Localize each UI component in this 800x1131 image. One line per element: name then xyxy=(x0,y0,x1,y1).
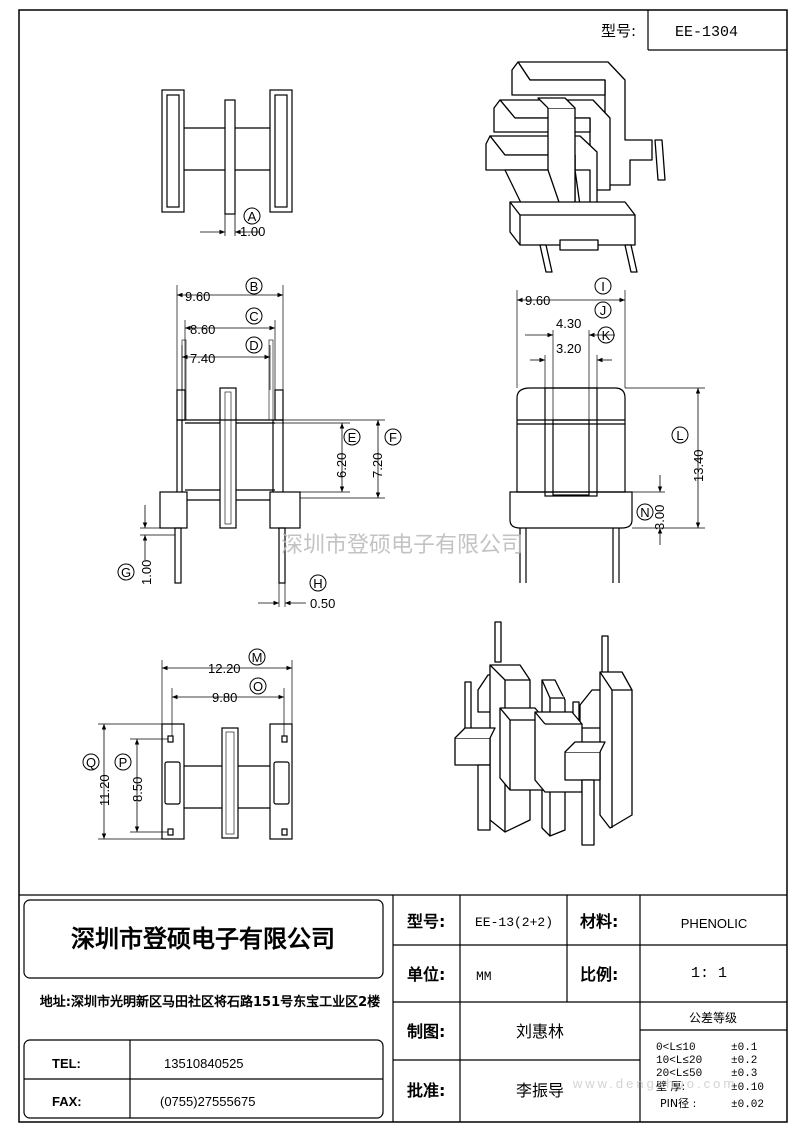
dim-O: 9.80 O xyxy=(212,677,267,705)
dim-A: A 1.00 xyxy=(240,207,265,239)
dim-K: 3.20 K xyxy=(556,326,615,356)
dim-I: 9.60 I xyxy=(525,277,612,308)
dim-G: G 1.00 xyxy=(117,560,154,585)
svg-text:F: F xyxy=(389,430,397,445)
header-model-box: 型号: EE-1304 xyxy=(601,10,787,51)
svg-text:1.00: 1.00 xyxy=(139,560,154,585)
svg-text:G: G xyxy=(121,565,131,580)
svg-text:3.20: 3.20 xyxy=(556,341,581,356)
dim-B: 9.60 B xyxy=(185,277,263,304)
tolerance-list: 0<L≤10 ±0.1 10<L≤20 ±0.2 20<L≤50 ±0.3 壁 … xyxy=(656,1042,764,1111)
spec-scale-value: 1: 1 xyxy=(691,965,727,982)
fax-label: FAX: xyxy=(52,1094,82,1109)
svg-text:3.00: 3.00 xyxy=(652,505,667,530)
fax-value: (0755)27555675 xyxy=(160,1094,255,1109)
svg-text:6.20: 6.20 xyxy=(334,453,349,478)
dim-L: L 13.40 xyxy=(671,426,706,482)
svg-text:E: E xyxy=(348,430,357,445)
svg-text:7.40: 7.40 xyxy=(190,351,215,366)
dim-C: 8.60 C xyxy=(190,307,263,337)
dim-F: 7.20 F xyxy=(370,428,402,478)
svg-text:O: O xyxy=(253,679,263,694)
isometric-view-bottom xyxy=(454,621,633,846)
spec-scale-label: 比例: xyxy=(580,965,618,984)
svg-text:4.30: 4.30 xyxy=(556,316,581,331)
svg-text:D: D xyxy=(249,338,258,353)
dim-E: 6.20 E xyxy=(334,428,361,478)
svg-text:13.40: 13.40 xyxy=(691,449,706,482)
dim-J: 4.30 J xyxy=(556,301,612,331)
svg-text:K: K xyxy=(602,328,611,343)
isometric-view-top xyxy=(485,61,666,273)
tel-value: 13510840525 xyxy=(164,1056,244,1071)
spec-text: 型号: EE-13(2+2) 材料: PHENOLIC 单位: MM 比例: 1… xyxy=(407,912,747,1100)
svg-text:壁 厚:: 壁 厚: xyxy=(656,1079,685,1093)
spec-approved-value: 李振导 xyxy=(516,1081,564,1100)
svg-text:11.20: 11.20 xyxy=(97,774,112,806)
svg-text:20<L≤50: 20<L≤50 xyxy=(656,1068,702,1080)
dim-D: 7.40 D xyxy=(190,336,263,366)
svg-text:10<L≤20: 10<L≤20 xyxy=(656,1055,702,1067)
svg-text:0<L≤10: 0<L≤10 xyxy=(656,1042,696,1054)
svg-text:1.00: 1.00 xyxy=(240,224,265,239)
spec-drawn-label: 制图: xyxy=(407,1022,445,1041)
watermark-center: 深圳市登硕电子有限公司 xyxy=(281,533,523,558)
dim-P: P 8.50 xyxy=(114,753,145,802)
svg-text:9.60: 9.60 xyxy=(525,293,550,308)
svg-text:A: A xyxy=(248,209,257,224)
svg-text:12.20: 12.20 xyxy=(208,661,241,676)
spec-material-value: PHENOLIC xyxy=(681,916,747,931)
svg-text:B: B xyxy=(250,279,259,294)
svg-text:0.50: 0.50 xyxy=(310,596,335,611)
bottom-view xyxy=(98,660,293,840)
front-view xyxy=(140,285,385,607)
sheet-border xyxy=(18,9,788,1123)
svg-text:I: I xyxy=(601,279,605,294)
tolerance-title: 公差等级 xyxy=(689,1011,737,1025)
tel-label: TEL: xyxy=(52,1056,81,1071)
spec-material-label: 材料: xyxy=(580,912,618,931)
svg-text:L: L xyxy=(676,428,683,443)
svg-text:±0.3: ±0.3 xyxy=(731,1068,757,1080)
header-model-label: 型号: xyxy=(601,22,636,40)
spec-unit-value: MM xyxy=(476,969,492,984)
svg-text:7.20: 7.20 xyxy=(370,453,385,478)
company-address: 地址:深圳市光明新区马田社区将石路151号东宝工业区2楼 xyxy=(40,994,380,1010)
top-view xyxy=(161,89,293,236)
spec-table xyxy=(393,895,787,1122)
watermark-bottom: www.dengshuo.com xyxy=(572,1076,737,1091)
svg-text:H: H xyxy=(313,576,322,591)
svg-text:PIN径 :: PIN径 : xyxy=(660,1097,696,1110)
svg-text:±0.1: ±0.1 xyxy=(731,1042,758,1054)
svg-text:Q: Q xyxy=(86,755,96,770)
spec-unit-label: 单位: xyxy=(407,965,445,984)
title-block: 深圳市登硕电子有限公司 地址:深圳市光明新区马田社区将石路151号东宝工业区2楼… xyxy=(19,894,787,1122)
company-name: 深圳市登硕电子有限公司 xyxy=(71,925,335,953)
svg-text:C: C xyxy=(249,309,258,324)
svg-text:M: M xyxy=(252,650,263,665)
spec-model-value: EE-13(2+2) xyxy=(475,915,553,930)
dim-Q: Q 11.20 xyxy=(82,753,112,806)
svg-text:9.60: 9.60 xyxy=(185,289,210,304)
svg-text:N: N xyxy=(640,505,649,520)
dim-N: N 3.00 xyxy=(636,503,667,530)
svg-text:P: P xyxy=(119,755,128,770)
side-view xyxy=(509,290,705,583)
dim-H: H 0.50 xyxy=(309,574,335,611)
svg-text:9.80: 9.80 xyxy=(212,690,237,705)
header-model-value: EE-1304 xyxy=(675,24,738,41)
svg-text:±0.2: ±0.2 xyxy=(731,1055,757,1067)
spec-drawn-value: 刘惠林 xyxy=(516,1022,564,1041)
svg-text:±0.10: ±0.10 xyxy=(731,1082,764,1094)
spec-approved-label: 批准: xyxy=(407,1081,445,1100)
svg-text:8.60: 8.60 xyxy=(190,322,215,337)
dim-M: 12.20 M xyxy=(208,648,266,676)
svg-text:8.50: 8.50 xyxy=(130,777,145,802)
spec-model-label: 型号: xyxy=(407,912,445,931)
svg-text:J: J xyxy=(600,303,607,318)
svg-text:±0.02: ±0.02 xyxy=(731,1099,764,1111)
